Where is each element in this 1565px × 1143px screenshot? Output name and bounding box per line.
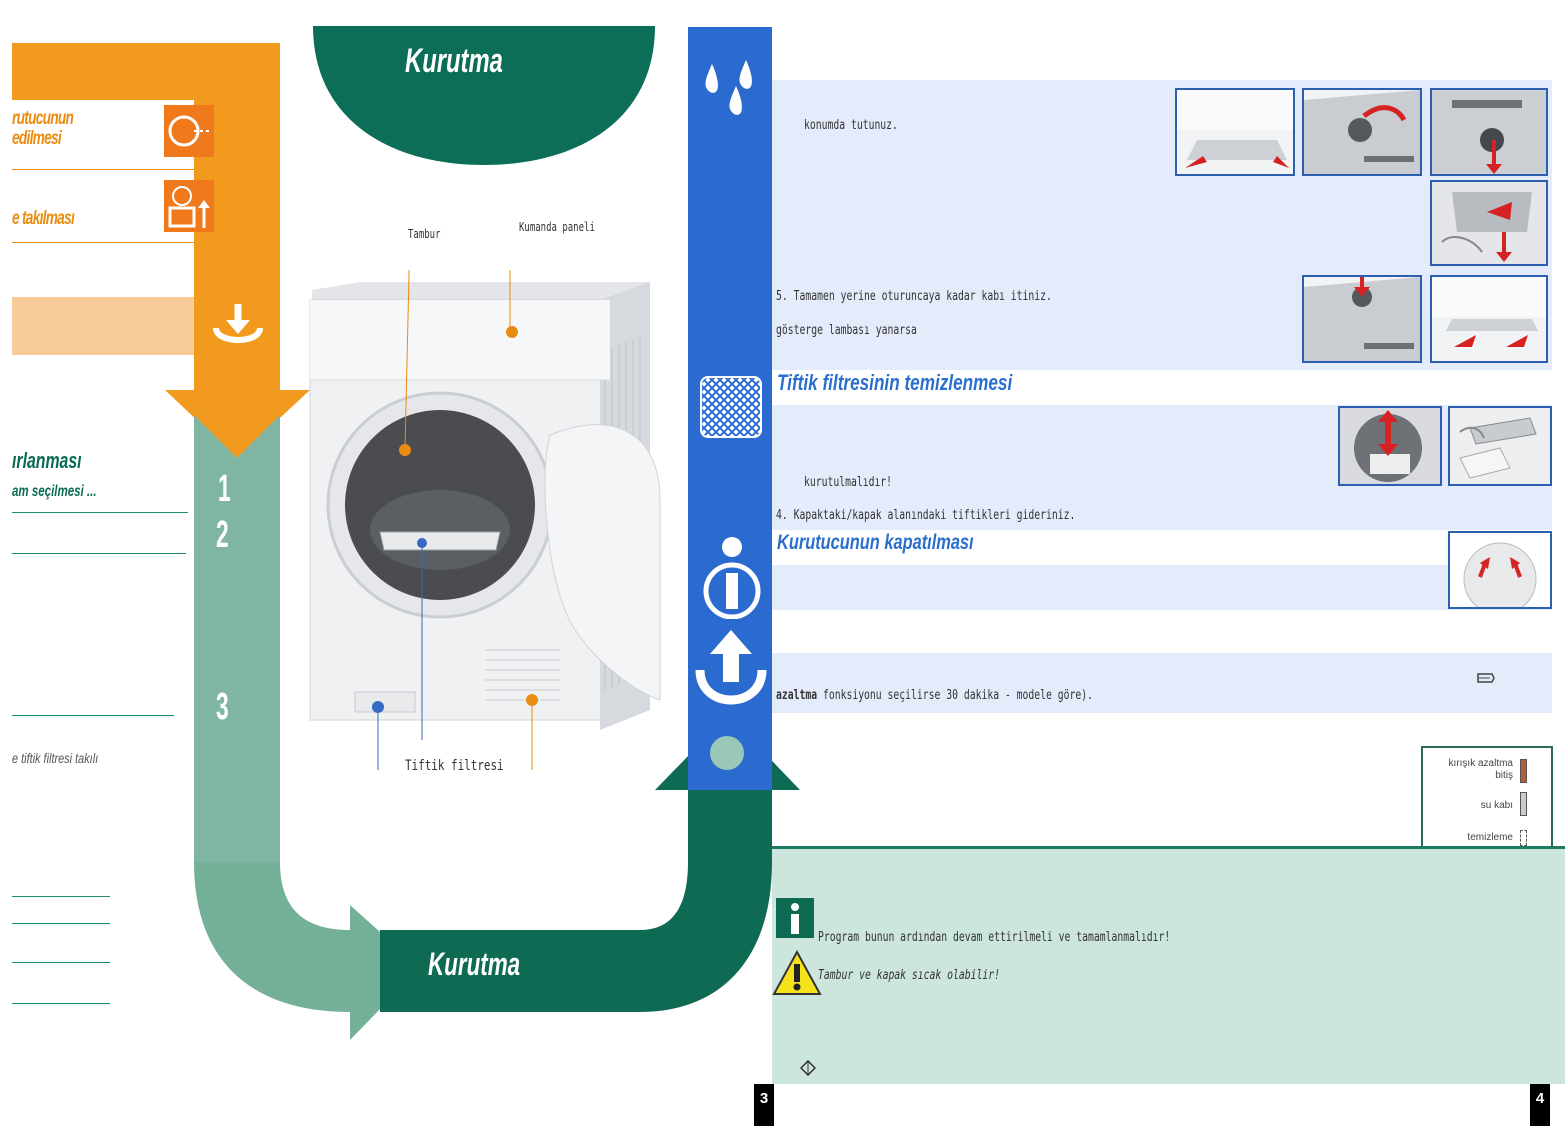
photo-dial-off (1448, 531, 1552, 609)
circle-marker (710, 736, 744, 770)
indicator-lamp-clean (1520, 830, 1527, 846)
band (772, 653, 1552, 713)
indicator-panel: kırışık azaltma bitiş su kabı temizleme (1421, 746, 1553, 848)
divider (12, 923, 110, 924)
top-item-plug-label: e takılması (12, 208, 75, 229)
filter-mesh-icon (700, 376, 762, 438)
section-title: ırlanması (12, 448, 82, 473)
indicator-crease: kırışık azaltma bitiş (1448, 758, 1513, 781)
page-number-right: 4 (1530, 1084, 1550, 1126)
step5-text: 5. Tamamen yerine oturuncaya kadar kabı … (776, 289, 1052, 304)
indicator-clean: temizleme (1467, 832, 1513, 843)
band (772, 80, 1552, 370)
photo-press-cap (1302, 275, 1422, 363)
lint-heading: Tiftik filtresinin temizlenmesi (777, 370, 1013, 395)
divider (12, 715, 174, 716)
power-icon (692, 628, 770, 708)
info-icon (700, 535, 764, 620)
step-number: 2 (216, 514, 229, 556)
indicator-lamp-water (1520, 792, 1527, 816)
crease-bold: azaltma (776, 688, 818, 703)
warning-text: Tambur ve kapak sıcak olabilir! (818, 968, 1000, 983)
indicator-lamp-crease (1520, 759, 1527, 783)
info-note-icon (776, 898, 814, 938)
section-subtitle: am seçilmesi ... (12, 483, 97, 500)
indicator-text: gösterge lambası yanarsa (776, 323, 917, 338)
divider (12, 896, 110, 897)
lint-text1: kurutulmalıdır! (804, 475, 893, 490)
crease-text: azaltma fonksiyonu seçilirse 30 dakika -… (776, 688, 1093, 703)
top-item-door: rutucunun edilmesi (12, 103, 194, 170)
door-open-icon (164, 105, 214, 157)
photo-empty-tank (1430, 180, 1548, 266)
lint-text2: 4. Kapaktaki/kapak alanındaki tiftikleri… (776, 508, 1076, 523)
top-title: Kurutma (405, 42, 503, 80)
filter-note: e tiftik filtresi takılı (12, 750, 99, 766)
divider (12, 962, 110, 963)
top-item-door-label: rutucunun edilmesi (12, 108, 74, 149)
divider (12, 512, 188, 513)
band (772, 565, 1552, 610)
callout-panel: Kumanda paneli (519, 220, 595, 234)
photo-clean-filter (1448, 406, 1552, 486)
note-area (772, 846, 1565, 1084)
dryer-illustration (309, 270, 661, 770)
divider (12, 1003, 110, 1004)
divider (12, 553, 186, 554)
crease-rest: fonksiyonu seçilirse 30 dakika - modele … (822, 688, 1093, 703)
step-number: 3 (216, 686, 229, 728)
photo-insert-tray (1430, 275, 1548, 363)
bottom-title: Kurutma (428, 946, 521, 982)
diamond-icon (799, 1059, 817, 1077)
callout-drum: Tambur (408, 227, 441, 241)
photo-rotate-cap (1302, 88, 1422, 176)
row1-text: konumda tutunuz. (804, 118, 898, 133)
plug-in-icon (164, 180, 214, 232)
top-item-plug: e takılması (12, 172, 194, 243)
note-text: Program bunun ardından devam ettirilmeli… (818, 930, 1171, 945)
photo-pull-tray (1175, 88, 1295, 176)
flow-arrows (12, 26, 800, 1040)
page-number-left: 3 (754, 1084, 774, 1126)
callout-filter: Tiftik filtresi (405, 758, 504, 774)
photo-lint-filter (1338, 406, 1442, 486)
photo-remove-cap (1430, 88, 1548, 176)
crease-icon (1476, 670, 1496, 686)
warning-icon (772, 949, 822, 996)
step-number: 1 (218, 468, 231, 510)
indicator-water: su kabı (1480, 800, 1513, 811)
water-drops-icon (698, 52, 762, 122)
hand-drop-icon (210, 302, 266, 352)
off-heading: Kurutucunun kapatılması (777, 531, 974, 554)
